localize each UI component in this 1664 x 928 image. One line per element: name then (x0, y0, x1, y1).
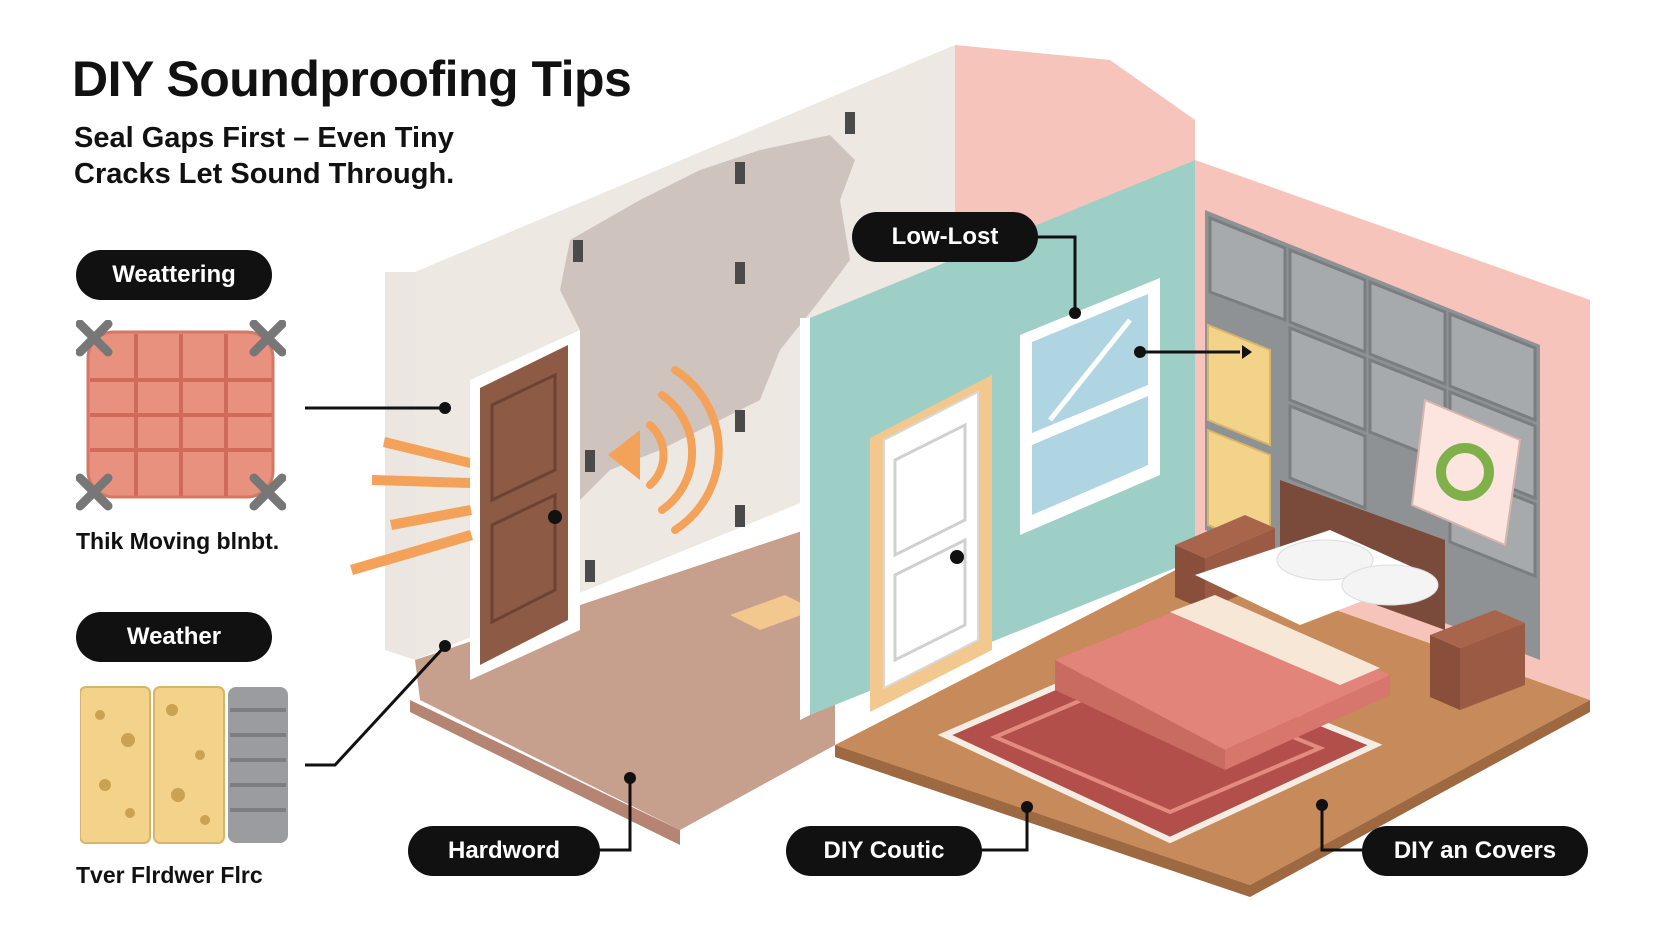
page-title: DIY Soundproofing Tips (72, 51, 632, 107)
moving-blanket-caption: Thik Moving blnbt. (76, 528, 280, 554)
wooden-door (480, 345, 568, 665)
left-room-floor (415, 520, 835, 830)
upper-pink-wall (955, 45, 1195, 260)
window (1020, 278, 1160, 535)
floor-material-caption: Tver Flrdwer Flrc (76, 862, 263, 888)
door-panel-top (490, 372, 557, 503)
nightstand-right (1430, 610, 1525, 710)
plaster-patch (555, 135, 855, 500)
recycle-icon (1436, 443, 1494, 501)
door-knob (548, 510, 562, 524)
sound-waves-icon (608, 366, 723, 534)
bed (1055, 480, 1445, 770)
hardword-callout: Hardword (408, 826, 600, 876)
page-subtitle: Seal Gaps First – Even Tiny Cracks Let S… (74, 122, 455, 190)
low-lost-callout: Low-Lost (852, 212, 1038, 262)
foam-panels-wall (1207, 323, 1271, 552)
weather-label: Weather (76, 612, 272, 662)
foam-and-panel-sample (80, 686, 288, 844)
diy-covers-callout: DIY an Covers (1362, 826, 1588, 876)
teal-wall-edge (800, 318, 810, 720)
moving-blanket (76, 320, 286, 511)
floor-mat (730, 595, 815, 630)
left-room-side-wall (385, 272, 415, 660)
weattering-label: Weattering (76, 250, 272, 300)
white-door (870, 375, 992, 712)
diy-coutic-callout: DIY Coutic (786, 826, 982, 876)
sound-rays (350, 437, 473, 575)
plaster-clips (573, 112, 855, 582)
tape-x-icon (76, 320, 286, 511)
wood-floor-edge (835, 745, 1250, 897)
door-panel-bottom (490, 492, 557, 625)
recycle-sign (1410, 398, 1522, 547)
